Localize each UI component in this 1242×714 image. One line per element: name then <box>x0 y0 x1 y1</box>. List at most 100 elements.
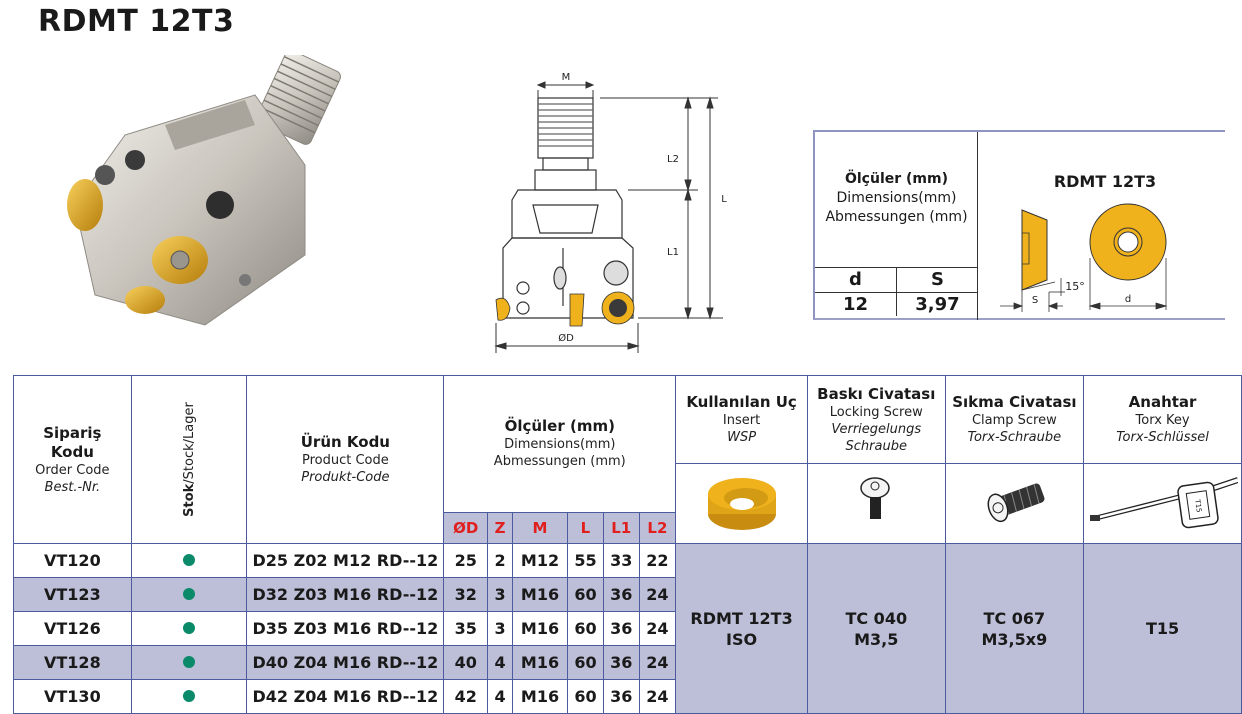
locking-screw-icon <box>860 476 891 519</box>
order-code: VT123 <box>13 577 132 612</box>
dim-od: 42 <box>443 679 489 714</box>
insert-spec-box: Ölçüler (mm) Dimensions(mm) Abmessungen … <box>813 130 1225 320</box>
dim-l2: 22 <box>638 543 677 578</box>
torx-key-value: T15 <box>1083 543 1242 714</box>
angle-label: 15° <box>1065 280 1085 293</box>
technical-drawing: M L2 L1 L ØD <box>494 72 727 353</box>
label-m: M <box>562 72 571 83</box>
header-clamp-screw: Sıkma Civatası Clamp Screw Torx-Schraube <box>944 375 1085 464</box>
dim-m: M16 <box>511 611 569 646</box>
torx-key-icon: T15 <box>1089 476 1239 528</box>
dim-col-l1: L1 <box>602 511 640 545</box>
header-locking-screw: Baskı Civatası Locking Screw Verriegelun… <box>806 375 946 464</box>
in-stock-dot-icon <box>183 588 196 600</box>
header-stock: Stok/Stock/Lager <box>130 375 248 544</box>
dim-m: M16 <box>511 577 569 612</box>
order-code: VT130 <box>13 679 132 714</box>
table-row: VT123 D32 Z03 M16 RD--12 32 3 M16 60 36 … <box>13 577 1242 612</box>
spec-col-s: S <box>896 268 978 292</box>
dim-z: 2 <box>487 543 513 578</box>
locking-screw-value: TC 040 M3,5 <box>806 543 946 714</box>
table-row: VT128 D40 Z04 M16 RD--12 40 4 M16 60 36 … <box>13 645 1242 680</box>
insert-left <box>67 179 103 231</box>
dim-s-label: S <box>1032 295 1038 306</box>
label-l2: L2 <box>667 154 679 165</box>
order-code: VT128 <box>13 645 132 680</box>
spec-insert-name: RDMT 12T3 <box>1053 172 1157 191</box>
page-title: RDMT 12T3 <box>38 4 235 39</box>
locking-screw-image-cell <box>806 463 946 544</box>
dim-od: 32 <box>443 577 489 612</box>
table-row: VT120 D25 Z02 M12 RD--12 25 2 M12 55 33 … <box>13 543 1242 714</box>
spec-dim-table: d S 12 3,97 <box>815 267 978 316</box>
dim-d-label: d <box>1125 294 1131 305</box>
stock-status <box>130 577 248 612</box>
label-od: ØD <box>558 332 574 344</box>
dim-z: 4 <box>487 679 513 714</box>
table-row: VT130 D42 Z04 M16 RD--12 42 4 M16 60 36 … <box>13 679 1242 714</box>
dim-l: 55 <box>567 543 604 578</box>
header-product-code: Ürün Kodu Product Code Produkt-Code <box>246 375 445 544</box>
dim-l: 60 <box>567 645 604 680</box>
stock-status <box>130 611 248 646</box>
header-torx-key: Anahtar Torx Key Torx-Schlüssel <box>1083 375 1242 464</box>
dim-l: 60 <box>567 577 604 612</box>
product-code: D35 Z03 M16 RD--12 <box>246 611 445 646</box>
clamp-screw-image-cell <box>944 463 1085 544</box>
insert-value: RDMT 12T3 ISO <box>675 543 808 714</box>
spec-header-de: Abmessungen (mm) <box>825 209 968 225</box>
dim-l2: 24 <box>638 645 677 680</box>
dim-l: 60 <box>567 679 604 714</box>
dim-col-m: M <box>511 511 569 545</box>
stock-status <box>130 543 248 578</box>
dim-col-l2: L2 <box>638 511 677 545</box>
in-stock-dot-icon <box>183 622 196 634</box>
dim-m: M12 <box>511 543 569 578</box>
spec-col-d: d <box>849 269 862 290</box>
in-stock-dot-icon <box>183 656 196 668</box>
milling-cutter-photo <box>67 55 341 326</box>
spec-header-tr: Ölçüler (mm) <box>844 171 948 187</box>
thread-shank <box>255 55 341 145</box>
header-dimensions: Ölçüler (mm) Dimensions(mm) Abmessungen … <box>443 375 677 513</box>
dim-col-l: L <box>567 511 604 545</box>
header-order-code: Sipariş Kodu Order Code Best.-Nr. <box>13 375 132 544</box>
in-stock-dot-icon <box>183 554 196 566</box>
insert-icon <box>707 477 776 530</box>
label-l: L <box>721 194 727 205</box>
dim-l2: 24 <box>638 577 677 612</box>
product-table: Sipariş Kodu Order Code Best.-Nr. Stok/S… <box>13 375 1242 714</box>
product-code: D25 Z02 M12 RD--12 <box>246 543 445 578</box>
in-stock-dot-icon <box>183 690 196 702</box>
order-code: VT126 <box>13 611 132 646</box>
dim-m: M16 <box>511 645 569 680</box>
dim-l1: 33 <box>602 543 640 578</box>
spec-val-s: 3,97 <box>896 293 978 316</box>
insert-diagram: S 15° d <box>1000 203 1168 312</box>
stock-status <box>130 679 248 714</box>
dim-l1: 36 <box>602 645 640 680</box>
dim-col-od: ØD <box>443 511 489 545</box>
spec-val-d: 12 <box>842 294 869 315</box>
insert-spec-dimensions: Ölçüler (mm) Dimensions(mm) Abmessungen … <box>815 132 978 320</box>
dim-m: M16 <box>511 679 569 714</box>
product-code: D40 Z04 M16 RD--12 <box>246 645 445 680</box>
header-insert: Kullanılan Uç Insert WSP <box>675 375 808 464</box>
insert-image-cell <box>675 463 808 544</box>
order-code: VT120 <box>13 543 132 578</box>
clamp-screw-value: TC 067 M3,5x9 <box>944 543 1085 714</box>
dim-l2: 24 <box>638 611 677 646</box>
dim-col-z: Z <box>487 511 513 545</box>
dim-z: 4 <box>487 645 513 680</box>
dim-l1: 36 <box>602 679 640 714</box>
product-code: D32 Z03 M16 RD--12 <box>246 577 445 612</box>
spec-header-en: Dimensions(mm) <box>836 190 957 206</box>
dim-l1: 36 <box>602 577 640 612</box>
dim-od: 40 <box>443 645 489 680</box>
torx-key-image-cell: T15 <box>1083 463 1242 544</box>
dim-od: 25 <box>443 543 489 578</box>
stock-status <box>130 645 248 680</box>
dim-l: 60 <box>567 611 604 646</box>
dim-l2: 24 <box>638 679 677 714</box>
dim-l1: 36 <box>602 611 640 646</box>
